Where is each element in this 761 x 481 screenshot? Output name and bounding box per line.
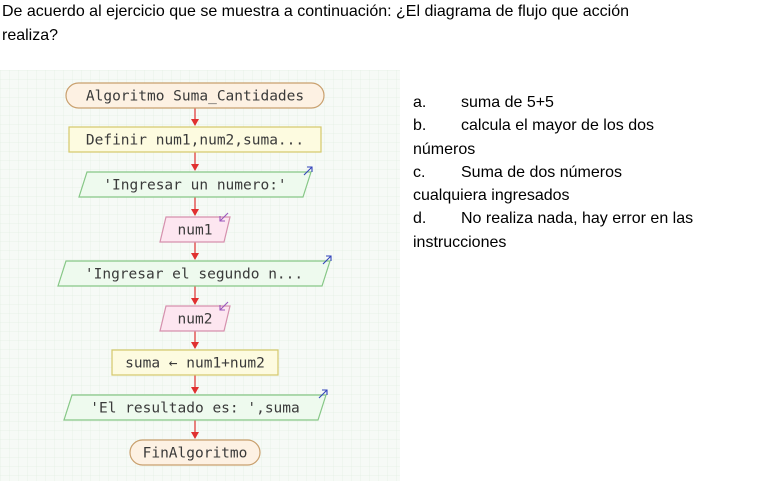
option-a-text: suma de 5+5 bbox=[461, 94, 554, 111]
node-output-1-text: 'Ingresar un numero:' bbox=[103, 178, 286, 194]
node-end: FinAlgoritmo bbox=[129, 439, 261, 466]
input-shape bbox=[159, 216, 231, 243]
option-b-letter: b. bbox=[413, 117, 427, 135]
input-arrow-icon bbox=[219, 212, 229, 222]
option-a-letter: a. bbox=[413, 94, 427, 111]
node-output-3-text: 'El resultado es: ',suma bbox=[90, 401, 300, 417]
process-shape bbox=[111, 349, 279, 376]
process-shape bbox=[68, 126, 322, 153]
terminal-shape bbox=[65, 82, 325, 109]
output-arrow-icon bbox=[322, 255, 332, 265]
question-text: De acuerdo al ejercicio que se muestra a… bbox=[2, 0, 742, 48]
node-input-1: num1 bbox=[159, 212, 231, 243]
question-line-1: De acuerdo al ejercicio que se muestra a… bbox=[2, 3, 630, 20]
option-b[interactable]: b. calcula el mayor de los dos números bbox=[413, 114, 753, 161]
flowchart-diagram: Algoritmo Suma_Cantidades Definir num1,n… bbox=[0, 70, 400, 481]
option-d-letter: d. bbox=[413, 210, 427, 228]
terminal-shape bbox=[129, 439, 261, 466]
node-calc: suma ← num1+num2 bbox=[111, 349, 279, 376]
option-d[interactable]: d. No realiza nada, hay error en las inst… bbox=[413, 207, 753, 254]
node-input-2: num2 bbox=[159, 301, 231, 332]
answer-options: a. suma de 5+5 b. calcula el mayor de los … bbox=[413, 91, 753, 254]
output-arrow-icon bbox=[318, 389, 328, 399]
output-arrow-icon bbox=[303, 166, 313, 176]
option-c-continuation: cualquiera ingresados bbox=[413, 187, 570, 205]
node-output-2-text: 'Ingresar el segundo n... bbox=[85, 267, 303, 283]
input-shape bbox=[159, 305, 231, 332]
node-end-text: FinAlgoritmo bbox=[143, 446, 248, 462]
option-b-text: calcula el mayor de los dos bbox=[461, 117, 654, 135]
node-define-text: Definir num1,num2,suma... bbox=[86, 133, 304, 149]
node-define: Definir num1,num2,suma... bbox=[68, 126, 322, 153]
output-shape bbox=[63, 394, 327, 421]
node-input-2-text: num2 bbox=[178, 312, 213, 328]
output-shape bbox=[57, 260, 331, 287]
question-line-2: realiza? bbox=[2, 27, 59, 44]
option-a[interactable]: a. suma de 5+5 bbox=[413, 91, 753, 114]
option-d-text: No realiza nada, hay error en las bbox=[461, 210, 694, 228]
option-d-continuation: instrucciones bbox=[413, 233, 507, 251]
option-c-text: Suma de dos números bbox=[461, 163, 622, 181]
option-b-continuation: números bbox=[413, 140, 476, 158]
option-c-letter: c. bbox=[413, 163, 426, 181]
node-start: Algoritmo Suma_Cantidades bbox=[65, 82, 325, 109]
input-arrow-icon bbox=[219, 301, 229, 311]
output-shape bbox=[78, 171, 312, 198]
node-calc-text: suma ← num1+num2 bbox=[125, 356, 265, 372]
option-c[interactable]: c. Suma de dos números cualquiera ingresa… bbox=[413, 161, 753, 208]
node-output-3: 'El resultado es: ',suma bbox=[63, 389, 328, 421]
node-output-1: 'Ingresar un numero:' bbox=[78, 166, 313, 198]
node-output-2: 'Ingresar el segundo n... bbox=[57, 255, 332, 287]
node-input-1-text: num1 bbox=[178, 223, 213, 239]
node-start-text: Algoritmo Suma_Cantidades bbox=[86, 89, 304, 105]
